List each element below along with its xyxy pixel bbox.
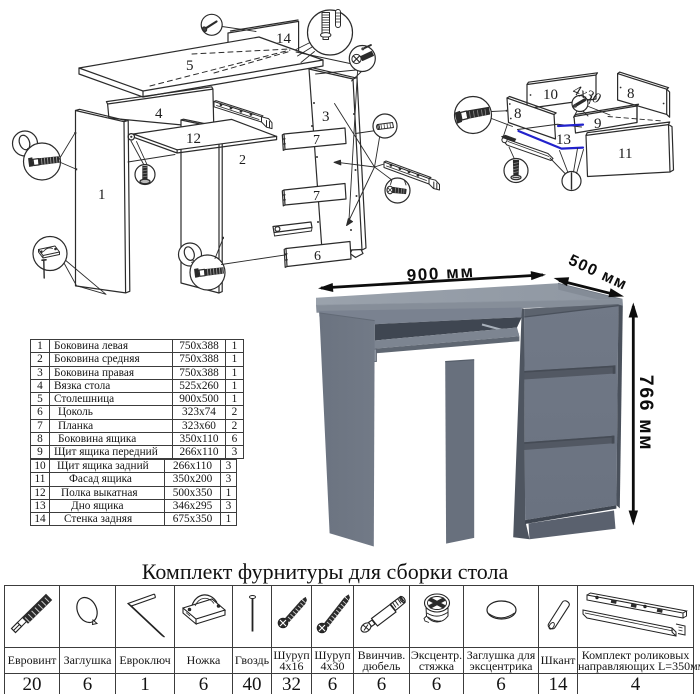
svg-text:9: 9 — [594, 116, 602, 132]
svg-text:12: 12 — [186, 131, 201, 147]
svg-text:4: 4 — [155, 106, 163, 122]
svg-text:6: 6 — [314, 249, 321, 264]
svg-text:7: 7 — [313, 133, 320, 148]
svg-text:7: 7 — [313, 189, 320, 204]
svg-text:2: 2 — [239, 153, 246, 168]
svg-text:900 мм: 900 мм — [406, 262, 475, 285]
svg-text:14: 14 — [276, 31, 292, 47]
svg-text:11: 11 — [618, 146, 632, 162]
svg-text:5: 5 — [186, 58, 194, 74]
svg-text:766 мм: 766 мм — [635, 375, 657, 451]
svg-text:8: 8 — [514, 106, 522, 122]
svg-text:13: 13 — [556, 132, 571, 148]
svg-text:8: 8 — [627, 86, 635, 102]
svg-text:3: 3 — [322, 109, 330, 125]
svg-text:1: 1 — [98, 187, 106, 203]
svg-text:10: 10 — [543, 87, 558, 103]
